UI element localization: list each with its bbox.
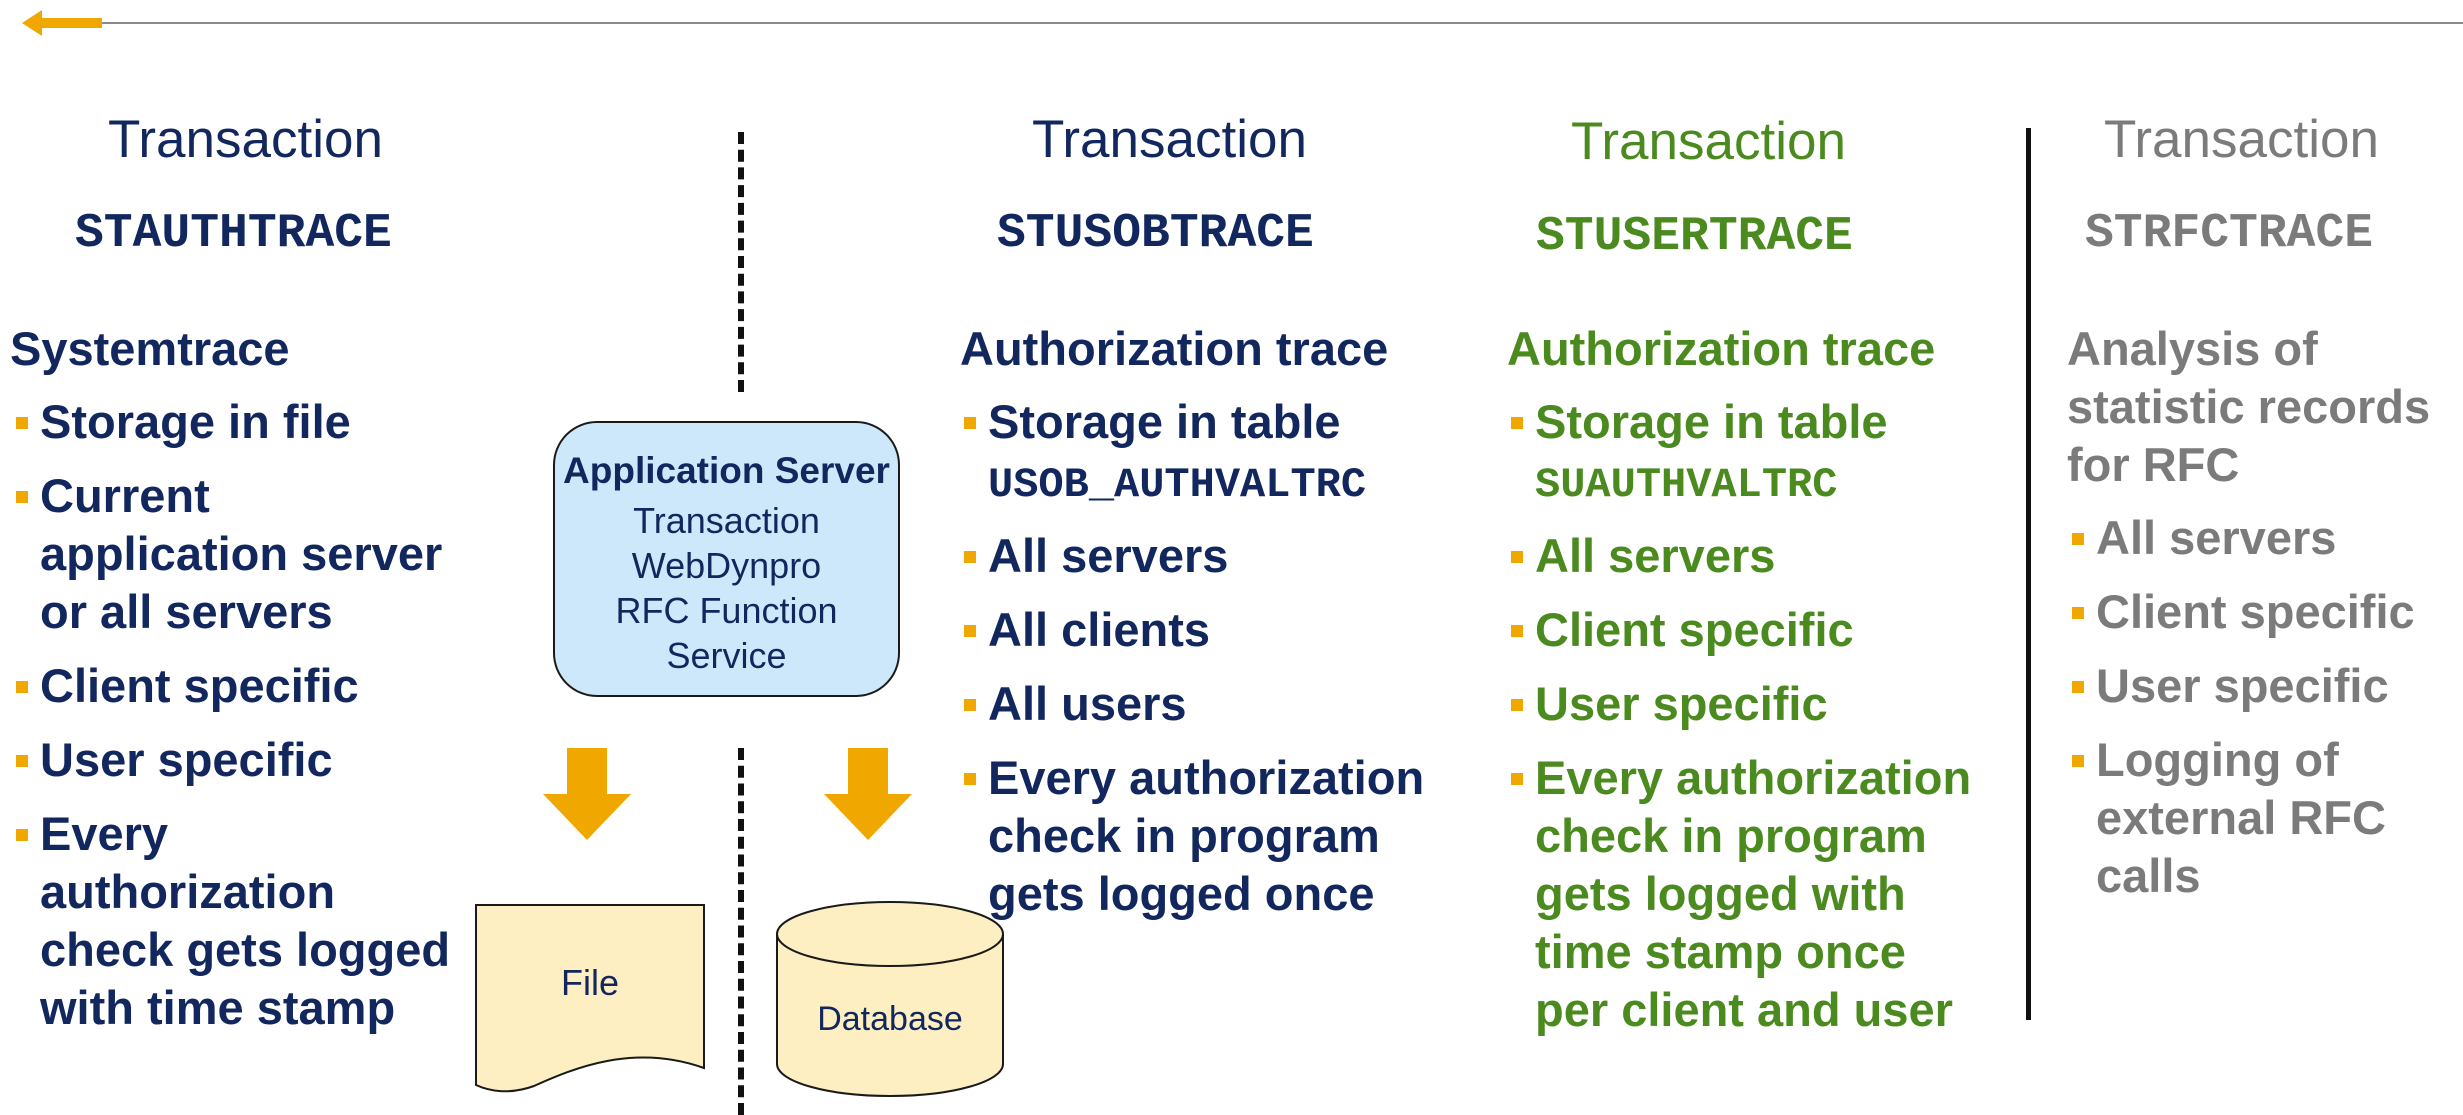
col2-transaction-code: STUSOBTRACE xyxy=(997,207,1314,261)
col2-heading: Authorization trace xyxy=(960,322,1389,375)
list-item-line: Every xyxy=(40,807,169,860)
list-item: All servers xyxy=(1507,527,1971,585)
database-label: Database xyxy=(817,1000,963,1038)
table-name-code: USOB_AUTHVALTRC xyxy=(988,461,1367,509)
dashed-separator-bottom xyxy=(738,748,744,1115)
application-server-line: Service xyxy=(666,635,787,676)
application-server-line: WebDynpro xyxy=(631,545,822,586)
left-arrow-icon[interactable] xyxy=(22,10,102,36)
col4-heading-line: Analysis of xyxy=(2067,322,2318,375)
solid-separator xyxy=(2026,128,2031,1020)
list-item: All clients xyxy=(960,601,1424,659)
list-item-line: with time stamp xyxy=(40,981,396,1034)
database-icon xyxy=(776,901,1004,1097)
list-item-line: All servers xyxy=(1535,529,1776,582)
list-item: User specific xyxy=(1507,675,1971,733)
col3-heading: Authorization trace xyxy=(1507,322,1936,375)
col1-transaction-label: Transaction xyxy=(108,110,383,169)
list-item: Client specific xyxy=(2068,583,2415,641)
file-label: File xyxy=(560,962,619,1003)
list-item-line: gets logged once xyxy=(988,867,1375,920)
list-item-line: per client and user xyxy=(1535,983,1953,1036)
table-name-code: SUAUTHVALTRC xyxy=(1535,461,1838,509)
list-item-line: Every authorization xyxy=(988,751,1425,804)
list-item-line: Client specific xyxy=(40,659,359,712)
list-item-line: authorization xyxy=(40,865,336,918)
top-divider xyxy=(60,22,2463,24)
list-item-line: User specific xyxy=(40,733,333,786)
list-item-line: All servers xyxy=(988,529,1229,582)
list-item-line: Client specific xyxy=(2096,585,2415,638)
col4-heading-line: for RFC xyxy=(2067,438,2240,491)
list-item-line: Every authorization xyxy=(1535,751,1972,804)
list-item-line: All users xyxy=(988,677,1187,730)
list-item-line: check in program xyxy=(988,809,1380,862)
list-item-line: All servers xyxy=(2096,511,2337,564)
list-item-line: All clients xyxy=(988,603,1211,656)
list-item-line: or all servers xyxy=(40,585,333,638)
list-item: Client specific xyxy=(1507,601,1971,659)
application-server-line: Transaction xyxy=(633,500,820,541)
col3-transaction-code: STUSERTRACE xyxy=(1536,210,1853,264)
col1-transaction-code: STAUTHTRACE xyxy=(75,207,392,261)
list-item-line: Client specific xyxy=(1535,603,1854,656)
list-item-line: Current xyxy=(40,469,210,522)
col4-heading-line: statistic records xyxy=(2067,380,2431,433)
list-item-line: gets logged with xyxy=(1535,867,1906,920)
application-server-title: Application Server xyxy=(563,450,890,491)
list-item-line: application server xyxy=(40,527,443,580)
list-item-line: time stamp once xyxy=(1535,925,1906,978)
down-arrow-icon xyxy=(824,748,912,840)
list-item: All servers xyxy=(960,527,1424,585)
col4-transaction-label: Transaction xyxy=(2104,110,2379,169)
list-item: User specific xyxy=(2068,657,2415,715)
list-item-line: external RFC xyxy=(2096,791,2386,844)
list-item-line: check in program xyxy=(1535,809,1927,862)
file-icon xyxy=(475,904,705,1093)
list-item-line: User specific xyxy=(1535,677,1828,730)
list-item-line: User specific xyxy=(2096,659,2389,712)
list-item: Client specific xyxy=(12,657,450,715)
col3-transaction-label: Transaction xyxy=(1571,112,1846,171)
list-item-line: Logging of xyxy=(2096,733,2339,786)
col2-transaction-label: Transaction xyxy=(1032,110,1307,169)
list-item: Storage in file xyxy=(12,393,450,451)
list-item: User specific xyxy=(12,731,450,789)
list-item-line: calls xyxy=(2096,849,2201,902)
application-server-line: RFC Function xyxy=(615,590,838,631)
list-item-line: Storage in file xyxy=(40,395,351,448)
col1-heading: Systemtrace xyxy=(10,322,290,375)
down-arrow-icon xyxy=(543,748,631,840)
list-item: All servers xyxy=(2068,509,2415,567)
list-item-line: check gets logged xyxy=(40,923,451,976)
col4-transaction-code: STRFCTRACE xyxy=(2085,207,2374,261)
list-item: All users xyxy=(960,675,1424,733)
dashed-separator-top xyxy=(738,132,744,392)
